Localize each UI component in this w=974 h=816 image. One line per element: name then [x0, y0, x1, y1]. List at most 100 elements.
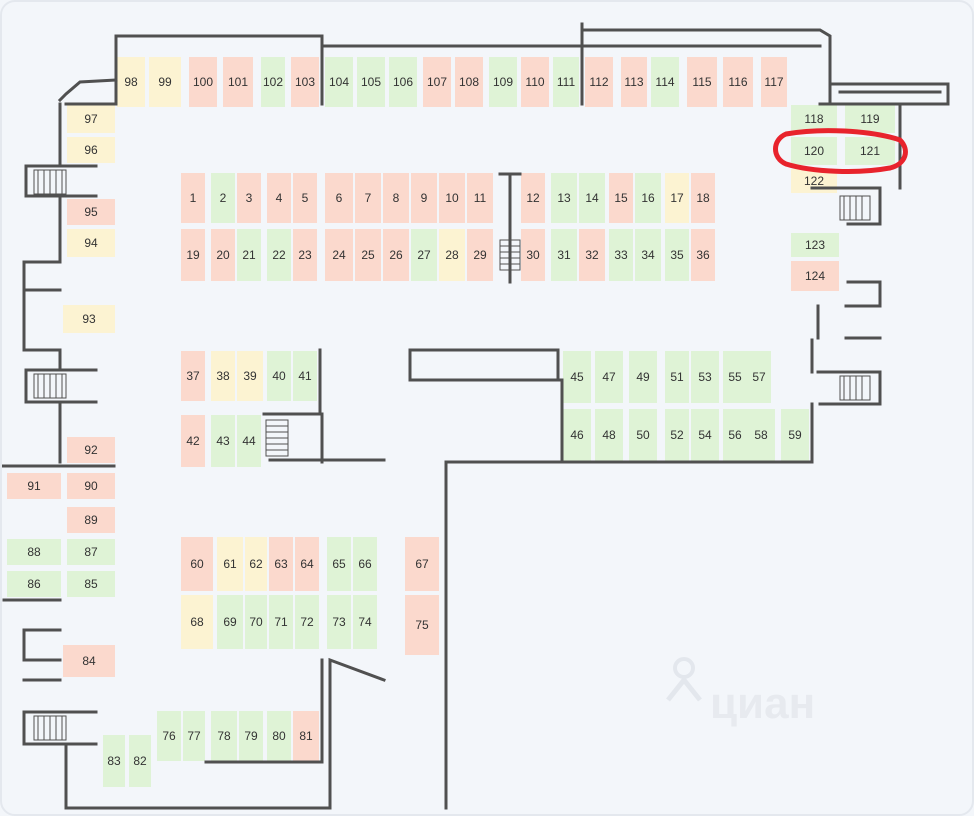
- parking-spot-89[interactable]: 89: [67, 507, 115, 533]
- parking-spot-19[interactable]: 19: [181, 229, 205, 281]
- parking-spot-65[interactable]: 65: [327, 537, 351, 591]
- parking-spot-99[interactable]: 99: [149, 57, 181, 107]
- parking-spot-39[interactable]: 39: [237, 351, 263, 401]
- parking-spot-97[interactable]: 97: [67, 105, 115, 133]
- parking-spot-113[interactable]: 113: [621, 57, 647, 107]
- parking-spot-117[interactable]: 117: [761, 57, 787, 107]
- parking-spot-35[interactable]: 35: [665, 229, 689, 281]
- parking-spot-83[interactable]: 83: [103, 735, 125, 787]
- parking-spot-22[interactable]: 22: [267, 229, 291, 281]
- parking-spot-14[interactable]: 14: [579, 173, 605, 223]
- parking-spot-18[interactable]: 18: [691, 173, 715, 223]
- parking-spot-54[interactable]: 54: [691, 409, 719, 461]
- parking-spot-121[interactable]: 121: [845, 137, 895, 165]
- parking-spot-52[interactable]: 52: [665, 409, 689, 461]
- parking-spot-4[interactable]: 4: [267, 173, 291, 223]
- parking-spot-92[interactable]: 92: [67, 437, 115, 463]
- parking-spot-2[interactable]: 2: [211, 173, 235, 223]
- parking-spot-110[interactable]: 110: [521, 57, 549, 107]
- parking-spot-53[interactable]: 53: [691, 351, 719, 403]
- parking-spot-79[interactable]: 79: [239, 711, 263, 761]
- parking-spot-3[interactable]: 3: [237, 173, 261, 223]
- parking-spot-45[interactable]: 45: [563, 351, 591, 403]
- parking-spot-74[interactable]: 74: [353, 595, 377, 649]
- parking-spot-33[interactable]: 33: [609, 229, 633, 281]
- parking-spot-8[interactable]: 8: [383, 173, 409, 223]
- parking-spot-124[interactable]: 124: [791, 261, 839, 291]
- parking-spot-80[interactable]: 80: [267, 711, 291, 761]
- parking-spot-115[interactable]: 115: [687, 57, 717, 107]
- parking-spot-34[interactable]: 34: [635, 229, 661, 281]
- parking-spot-106[interactable]: 106: [389, 57, 417, 107]
- parking-spot-62[interactable]: 62: [245, 537, 267, 591]
- parking-spot-87[interactable]: 87: [67, 539, 115, 565]
- parking-spot-29[interactable]: 29: [467, 229, 493, 281]
- parking-spot-120[interactable]: 120: [791, 137, 837, 165]
- parking-spot-96[interactable]: 96: [67, 137, 115, 163]
- parking-spot-51[interactable]: 51: [665, 351, 689, 403]
- parking-spot-123[interactable]: 123: [791, 233, 839, 257]
- parking-spot-68[interactable]: 68: [181, 595, 213, 649]
- parking-spot-90[interactable]: 90: [67, 473, 115, 499]
- parking-spot-69[interactable]: 69: [217, 595, 243, 649]
- parking-spot-78[interactable]: 78: [211, 711, 237, 761]
- parking-spot-37[interactable]: 37: [181, 351, 205, 401]
- parking-spot-10[interactable]: 10: [439, 173, 465, 223]
- parking-spot-86[interactable]: 86: [7, 571, 61, 597]
- parking-spot-76[interactable]: 76: [157, 711, 181, 761]
- parking-spot-43[interactable]: 43: [211, 415, 235, 467]
- parking-spot-1[interactable]: 1: [181, 173, 205, 223]
- parking-spot-108[interactable]: 108: [455, 57, 483, 107]
- parking-spot-26[interactable]: 26: [383, 229, 409, 281]
- parking-spot-116[interactable]: 116: [723, 57, 753, 107]
- parking-spot-119[interactable]: 119: [845, 105, 895, 133]
- parking-spot-105[interactable]: 105: [357, 57, 385, 107]
- parking-spot-47[interactable]: 47: [595, 351, 623, 403]
- parking-spot-20[interactable]: 20: [211, 229, 235, 281]
- parking-spot-102[interactable]: 102: [261, 57, 285, 107]
- parking-spot-82[interactable]: 82: [129, 735, 151, 787]
- parking-spot-112[interactable]: 112: [585, 57, 613, 107]
- parking-spot-17[interactable]: 17: [665, 173, 689, 223]
- parking-spot-25[interactable]: 25: [355, 229, 381, 281]
- parking-spot-11[interactable]: 11: [467, 173, 493, 223]
- parking-spot-7[interactable]: 7: [355, 173, 381, 223]
- parking-spot-103[interactable]: 103: [291, 57, 319, 107]
- parking-spot-16[interactable]: 16: [635, 173, 661, 223]
- parking-spot-12[interactable]: 12: [521, 173, 545, 223]
- parking-spot-59[interactable]: 59: [781, 409, 809, 461]
- parking-spot-93[interactable]: 93: [63, 305, 115, 333]
- parking-spot-63[interactable]: 63: [269, 537, 293, 591]
- parking-spot-73[interactable]: 73: [327, 595, 351, 649]
- parking-spot-42[interactable]: 42: [181, 415, 205, 467]
- parking-spot-72[interactable]: 72: [295, 595, 319, 649]
- parking-spot-61[interactable]: 61: [217, 537, 243, 591]
- parking-spot-32[interactable]: 32: [579, 229, 605, 281]
- parking-spot-101[interactable]: 101: [223, 57, 253, 107]
- parking-spot-13[interactable]: 13: [551, 173, 577, 223]
- parking-spot-100[interactable]: 100: [189, 57, 217, 107]
- parking-spot-67[interactable]: 67: [405, 537, 439, 591]
- parking-spot-95[interactable]: 95: [67, 199, 115, 225]
- parking-spot-30[interactable]: 30: [521, 229, 545, 281]
- parking-spot-70[interactable]: 70: [245, 595, 267, 649]
- parking-spot-111[interactable]: 111: [553, 57, 579, 107]
- parking-spot-85[interactable]: 85: [67, 571, 115, 597]
- parking-spot-107[interactable]: 107: [423, 57, 451, 107]
- parking-spot-60[interactable]: 60: [181, 537, 213, 591]
- parking-spot-94[interactable]: 94: [67, 229, 115, 257]
- parking-spot-50[interactable]: 50: [629, 409, 657, 461]
- parking-spot-55[interactable]: 55: [723, 351, 747, 403]
- parking-spot-58[interactable]: 58: [747, 409, 775, 461]
- parking-spot-64[interactable]: 64: [295, 537, 319, 591]
- parking-spot-21[interactable]: 21: [237, 229, 261, 281]
- parking-spot-15[interactable]: 15: [609, 173, 633, 223]
- parking-spot-23[interactable]: 23: [293, 229, 317, 281]
- parking-spot-5[interactable]: 5: [293, 173, 317, 223]
- parking-spot-57[interactable]: 57: [747, 351, 771, 403]
- parking-spot-40[interactable]: 40: [267, 351, 291, 401]
- parking-spot-48[interactable]: 48: [595, 409, 623, 461]
- parking-spot-36[interactable]: 36: [691, 229, 715, 281]
- parking-spot-24[interactable]: 24: [325, 229, 353, 281]
- parking-spot-104[interactable]: 104: [325, 57, 353, 107]
